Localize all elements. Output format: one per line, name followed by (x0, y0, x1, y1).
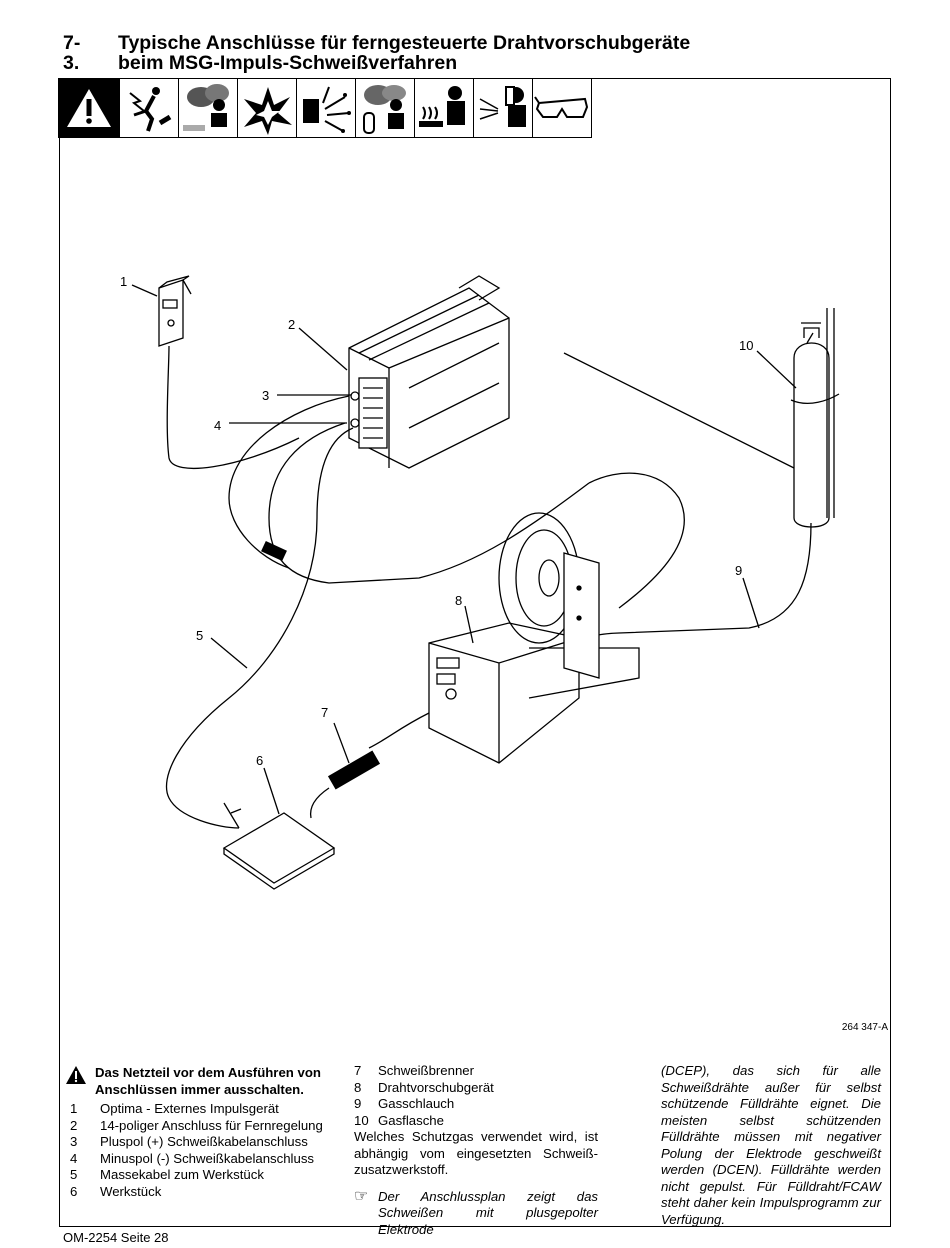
legend-item: 7 Schweißbrenner (354, 1063, 598, 1080)
welding-torch (309, 712, 430, 819)
legend-item: 4 Minuspol (-) Schweißkabelanschluss (65, 1151, 325, 1168)
page-footer: OM-2254 Seite 28 (63, 1230, 169, 1245)
flying-sparks-icon (296, 78, 356, 138)
legend-left-list: 1 Optima - Externes Impulsgerät 2 14-polige… (65, 1101, 325, 1200)
legend-number: 10 (354, 1112, 369, 1128)
connection-diagram (131, 275, 840, 890)
fumes-gas-icon (178, 78, 238, 138)
safety-icon-strip (58, 78, 592, 138)
note-text-part1: Der Anschlussplan zeigt das Schweißen mi… (378, 1188, 598, 1237)
title-line-1: Typische Anschlüsse für ferngesteuerte D… (118, 32, 691, 54)
warning-text: Das Netzteil vor dem Ausführen von Ansch… (95, 1065, 321, 1097)
legend-text: Werkstück (100, 1183, 162, 1199)
legend-number: 7 (354, 1063, 362, 1078)
legend-text: Optima - Externes Impulsgerät (100, 1101, 279, 1116)
legend-number: 3 (70, 1134, 78, 1149)
callout-4: 4 (214, 418, 222, 433)
legend-number: 9 (354, 1096, 362, 1111)
legend-item: 3 Pluspol (+) Schweißkabelanschluss (65, 1134, 325, 1151)
legend-number: 5 (70, 1167, 78, 1182)
legend-item: 2 14-poliger Anschluss für Fernregelung (65, 1118, 325, 1135)
callout-1: 1 (120, 274, 128, 289)
callout-6: 6 (256, 753, 264, 768)
hot-parts-icon (414, 78, 474, 138)
legend-number: 4 (70, 1150, 78, 1166)
legend-number: 1 (70, 1101, 78, 1116)
section-number: 7-3. (63, 32, 81, 74)
legend-item: 5 Massekabel zum Werkstück (65, 1167, 325, 1184)
legend-number: 2 (70, 1117, 78, 1133)
warning-triangle-icon (58, 78, 120, 138)
callout-8: 8 (455, 593, 463, 608)
legend-text: Massekabel zum Werkstück (100, 1167, 264, 1182)
legend-item: 8 Drahtvorschubgerät (354, 1080, 598, 1097)
figure-reference: 264 347-A (841, 1022, 888, 1033)
callout-9: 9 (735, 563, 743, 578)
legend-item: 6 Werkstück (65, 1184, 325, 1201)
legend-text: Gasschlauch (378, 1096, 455, 1111)
warning-row: Das Netzteil vor dem Ausführen von Ansch… (65, 1065, 325, 1098)
gas-cylinder-fumes-icon (355, 78, 415, 138)
arc-rays-icon (473, 78, 533, 138)
legend-item: 9 Gasschlauch (354, 1096, 598, 1113)
power-source (348, 275, 510, 469)
note-continuation: (DCEP), das sich für alle Schweißdrähte … (661, 1063, 881, 1227)
legend-text: Gasflasche (378, 1112, 444, 1128)
warning-icon (66, 1066, 86, 1084)
legend-item: 1 Optima - Externes Impulsgerät (65, 1101, 325, 1118)
fire-explosion-icon (237, 78, 297, 138)
legend-item: 10 Gasflasche (354, 1113, 598, 1130)
legend-text: Schweißbrenner (378, 1063, 475, 1078)
note: ☞ Der Anschlussplan zeigt das Schweißen … (354, 1187, 598, 1239)
callout-7: 7 (321, 705, 329, 720)
legend-right-list: 7 Schweißbrenner 8 Drahtvorschubgerät 9 Gassc… (354, 1063, 598, 1129)
legend-text: Minuspol (-) Schweißkabelanschluss (100, 1150, 315, 1166)
legend-text: 14-poliger Anschluss für Fernregelung (100, 1117, 323, 1133)
legend-number: 8 (354, 1079, 362, 1095)
electric-shock-icon (119, 78, 179, 138)
callout-2: 2 (288, 317, 296, 332)
legend-number: 6 (70, 1183, 78, 1199)
legend-left-column: Das Netzteil vor dem Ausführen von Ansch… (65, 1063, 325, 1200)
title-line-2: beim MSG-Impuls-Schweißverfahren (118, 52, 458, 74)
legend-text: Pluspol (+) Schweißkabelanschluss (100, 1134, 308, 1149)
callout-5: 5 (196, 628, 204, 643)
callout-10: 10 (739, 338, 754, 353)
pointing-hand-icon: ☞ (354, 1187, 369, 1205)
wire-feeder (428, 512, 640, 764)
callout-3: 3 (262, 388, 270, 403)
legend-right-column: 7 Schweißbrenner 8 Drahtvorschubgerät 9 Gassc… (354, 1063, 598, 1238)
remote-pendant (158, 275, 300, 469)
gas-text: Welches Schutzgas verwendet wird, ist ab… (354, 1129, 598, 1177)
gas-cylinder (790, 308, 840, 528)
safety-glasses-icon (532, 78, 592, 138)
workpiece (222, 802, 336, 890)
legend-text: Drahtvorschubgerät (378, 1079, 494, 1095)
